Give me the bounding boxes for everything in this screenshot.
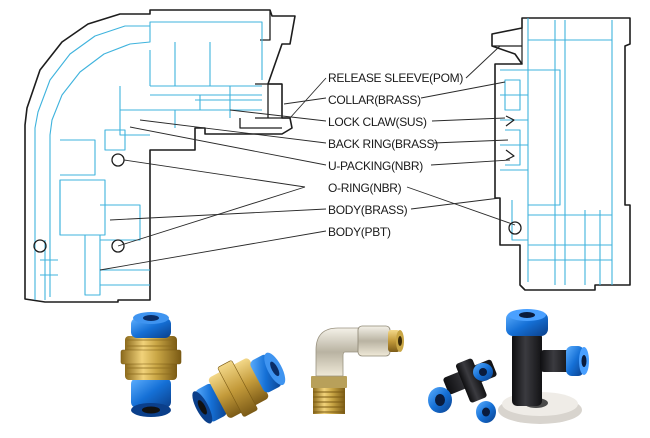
label-o-ring: O-RING(NBR) xyxy=(328,181,402,195)
male-elbow-fitting-icon xyxy=(311,325,404,414)
elbow-outline xyxy=(24,9,296,303)
bulkhead-fitting-tilted-icon xyxy=(192,352,286,424)
straight-section-drawing xyxy=(491,17,631,291)
label-u-packing: U-PACKING(NBR) xyxy=(328,159,423,173)
part-labels: RELEASE SLEEVE(POM) COLLAR(BRASS) LOCK C… xyxy=(328,71,464,239)
leader-lines xyxy=(99,45,516,271)
union-tee-fitting-icon xyxy=(498,309,589,424)
label-release-sleeve: RELEASE SLEEVE(POM) xyxy=(328,71,463,85)
bulkhead-union-fitting-icon xyxy=(120,312,182,417)
tee-fitting-icon xyxy=(428,358,497,423)
straight-outline xyxy=(491,17,631,291)
label-body-pbt: BODY(PBT) xyxy=(328,225,391,239)
label-back-ring: BACK RING(BRASS) xyxy=(328,137,438,151)
elbow-section-drawing xyxy=(24,9,296,303)
label-lock-claw: LOCK CLAW(SUS) xyxy=(328,115,427,129)
label-body-brass: BODY(BRASS) xyxy=(328,203,408,217)
label-collar: COLLAR(BRASS) xyxy=(328,93,421,107)
